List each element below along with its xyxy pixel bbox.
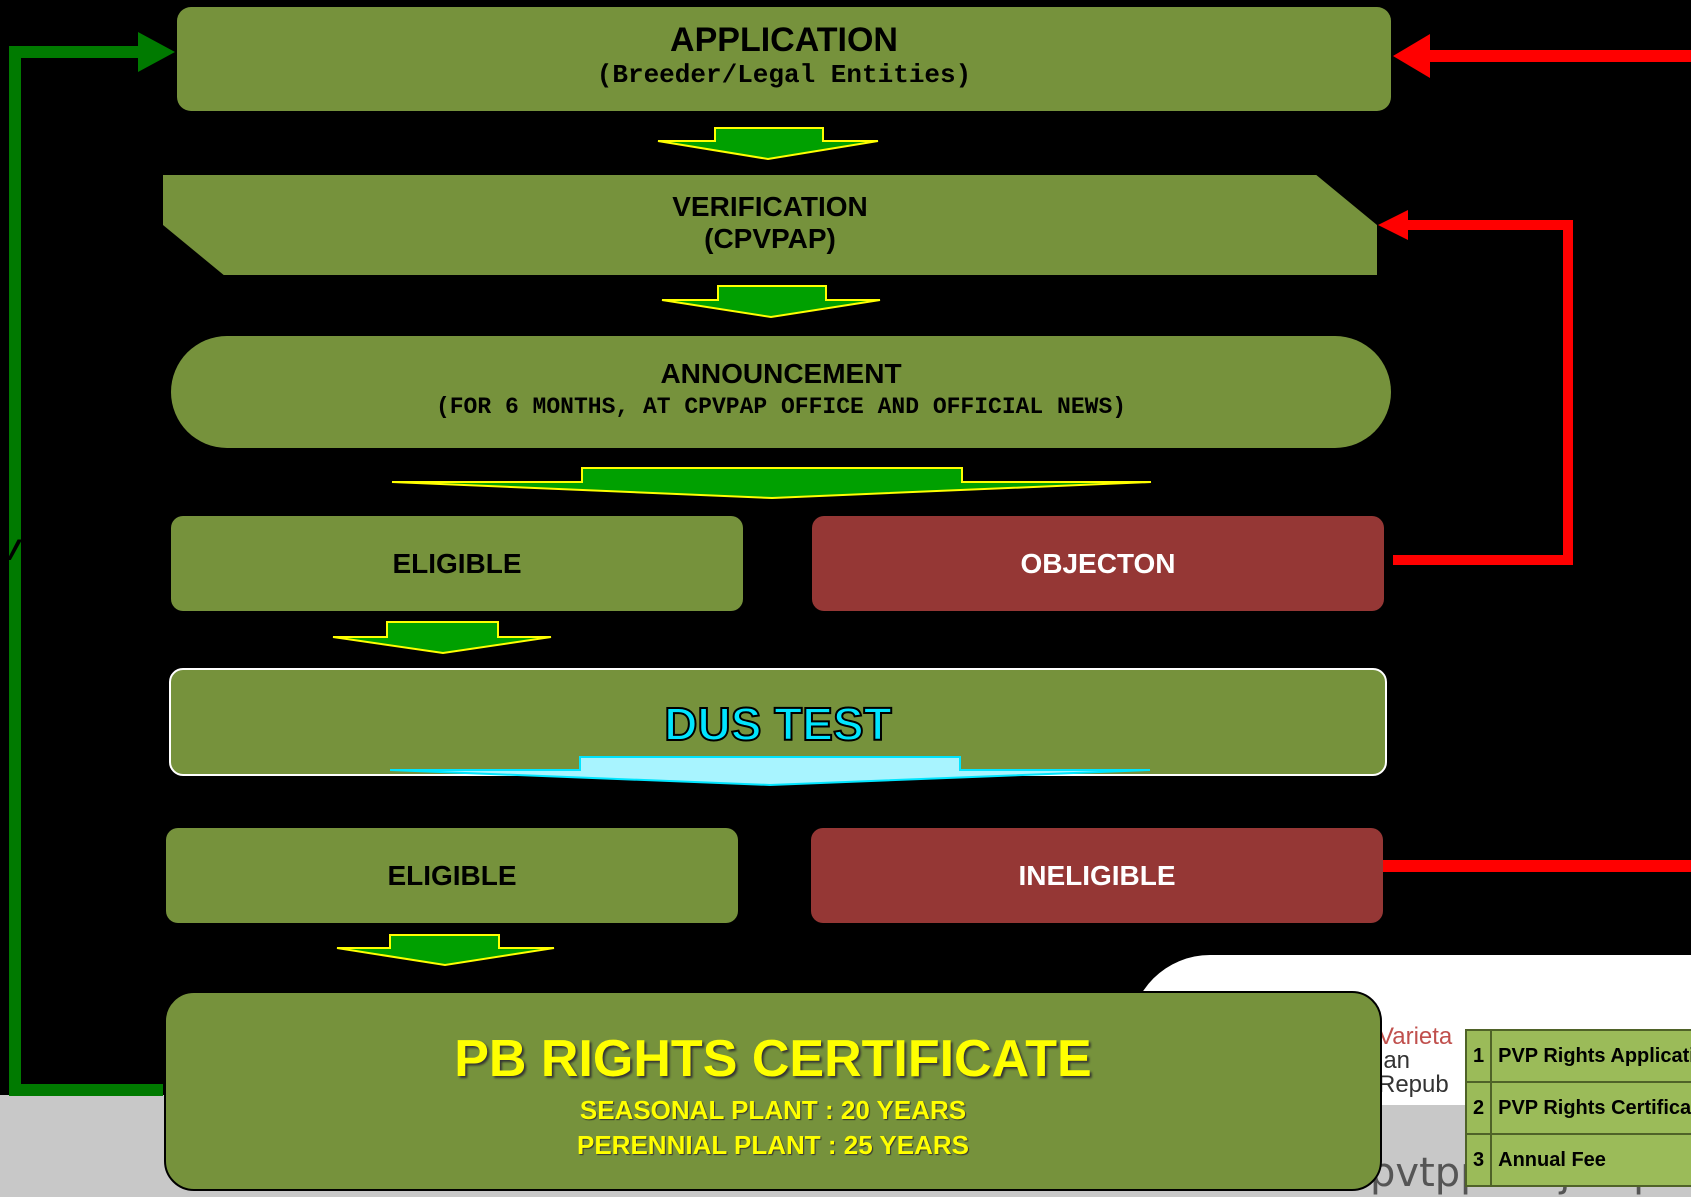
announcement-subtitle: (FOR 6 MONTHS, AT CPVPAP OFFICE AND OFFI… [435, 394, 1127, 420]
legend-num: 1 [1464, 1029, 1493, 1083]
legend-label: PVP Rights Application [1490, 1029, 1691, 1083]
legend-table: 1 PVP Rights Application 2 PVP Rights Ce… [1464, 1029, 1691, 1187]
certificate-title: PB RIGHTS CERTIFICATE [454, 1030, 1092, 1088]
red-objection-line [1393, 220, 1573, 565]
green-loop-line [9, 46, 163, 1096]
flow-arrow-4 [332, 621, 552, 655]
announcement-box: ANNOUNCEMENT (FOR 6 MONTHS, AT CPVPAP OF… [171, 336, 1391, 448]
legend-num: 2 [1464, 1081, 1493, 1135]
verification-box: VERIFICATION (CPVPAP) [163, 175, 1377, 275]
red-objection-arrowhead [1378, 210, 1408, 240]
legend-label: Annual Fee [1490, 1133, 1691, 1187]
left-side-fragment: V [0, 534, 23, 567]
legend-row: 1 PVP Rights Application [1464, 1029, 1691, 1083]
eligible-box-2: ELIGIBLE [166, 828, 738, 923]
application-box: APPLICATION (Breeder/Legal Entities) [177, 7, 1391, 111]
announcement-title: ANNOUNCEMENT [660, 358, 902, 389]
ineligible-box: INELIGIBLE [811, 828, 1383, 923]
objection-label: OBJECTON [1020, 548, 1176, 579]
green-loop-arrowhead [138, 32, 175, 72]
legend-num: 3 [1464, 1133, 1493, 1187]
legend-row: 2 PVP Rights Certificate [1464, 1081, 1691, 1135]
application-title: APPLICATION [670, 21, 898, 59]
legend-row: 3 Annual Fee [1464, 1133, 1691, 1187]
red-outer-arrowhead [1393, 34, 1430, 78]
flow-arrow-6 [336, 934, 555, 967]
eligible-label-1: ELIGIBLE [392, 548, 522, 579]
application-subtitle: (Breeder/Legal Entities) [596, 60, 972, 90]
right-side-fragment: ed [1656, 457, 1689, 488]
flow-arrow-1 [657, 127, 879, 161]
legend-label: PVP Rights Certificate [1490, 1081, 1691, 1135]
verification-title: VERIFICATION [672, 191, 868, 222]
logo-text: Varieta ian Repub [1378, 1025, 1488, 1097]
logo-line-3: Repub [1378, 1071, 1449, 1098]
dus-test-label: DUS TEST [663, 697, 892, 751]
ineligible-label: INELIGIBLE [1018, 860, 1176, 891]
logo-line-1: Varieta [1378, 1023, 1453, 1050]
eligible-box-1: ELIGIBLE [171, 516, 743, 611]
flow-arrow-3 [391, 467, 1152, 500]
eligible-label-2: ELIGIBLE [387, 860, 517, 891]
verification-subtitle: (CPVPAP) [704, 223, 836, 254]
certificate-line-1: SEASONAL PLANT : 20 YEARS [579, 1095, 967, 1125]
flow-arrow-2 [661, 285, 881, 319]
logo-line-2: ian [1378, 1047, 1411, 1074]
certificate-line-2: PERENNIAL PLANT : 25 YEARS [576, 1130, 969, 1160]
objection-box: OBJECTON [812, 516, 1384, 611]
certificate-box: PB RIGHTS CERTIFICATE SEASONAL PLANT : 2… [164, 991, 1382, 1191]
